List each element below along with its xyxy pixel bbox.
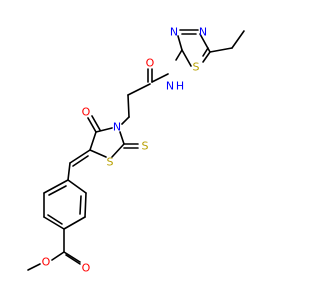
- atom-S-thiadiazole: S: [193, 61, 200, 74]
- bond: [65, 254, 81, 265]
- atom-label: S: [193, 61, 200, 74]
- atom-O-ester-carbonyl: O: [82, 262, 91, 275]
- bond: [89, 131, 97, 151]
- bond: [202, 51, 211, 63]
- bond: [67, 162, 71, 181]
- bond: [95, 127, 113, 133]
- atom-label: O: [82, 106, 91, 119]
- bond: [202, 47, 209, 57]
- atom-label: N: [166, 80, 174, 93]
- bond: [91, 115, 101, 131]
- atom-label: H: [176, 80, 184, 93]
- atom-S-thione: S: [142, 140, 149, 153]
- atom-label: S: [107, 156, 114, 169]
- bond: [67, 179, 87, 194]
- bond: [87, 117, 97, 133]
- atom-label: N: [170, 26, 178, 39]
- bond: [63, 251, 81, 263]
- bond: [175, 49, 183, 61]
- bond: [177, 35, 183, 51]
- molecule-structure: O N S S O N H N N S O O: [27, 25, 245, 275]
- bond: [43, 216, 65, 230]
- atom-N-thiadiazole-a: N: [170, 26, 178, 39]
- atom-labels: O N S S O N H N N S O O: [42, 26, 207, 275]
- bond: [63, 216, 86, 230]
- bond: [199, 33, 211, 53]
- atom-label: S: [142, 140, 149, 153]
- bond: [43, 179, 69, 194]
- bond: [121, 116, 130, 125]
- atom-N-ring: N: [113, 121, 121, 134]
- atom-label: O: [82, 262, 91, 275]
- bond: [181, 49, 192, 67]
- bond: [79, 195, 82, 215]
- bond: [48, 185, 67, 196]
- bond: [47, 214, 63, 225]
- atom-label: N: [113, 121, 121, 134]
- bond: [89, 149, 107, 158]
- atom-O-ester-ether: O: [42, 256, 51, 269]
- bond: [111, 143, 125, 158]
- bonds: [27, 29, 245, 271]
- atom-O-ketone: O: [82, 106, 91, 119]
- atom-O-amide: O: [146, 57, 155, 70]
- atom-H-amide: H: [176, 80, 184, 93]
- atom-label: O: [146, 57, 155, 70]
- atom-label: N: [199, 26, 207, 39]
- bond: [127, 94, 130, 118]
- atom-N-amide: N: [166, 80, 174, 93]
- bond: [51, 251, 65, 261]
- atom-S-ring: S: [107, 156, 114, 169]
- atom-N-thiadiazole-b: N: [199, 26, 207, 39]
- bond: [119, 131, 125, 145]
- bond: [231, 30, 245, 49]
- bond: [151, 73, 169, 83]
- atom-label: O: [42, 256, 51, 269]
- bond: [84, 192, 87, 218]
- bond: [72, 155, 89, 167]
- bond: [209, 47, 233, 53]
- bond: [127, 83, 151, 96]
- bond: [27, 263, 41, 271]
- bond: [69, 149, 91, 164]
